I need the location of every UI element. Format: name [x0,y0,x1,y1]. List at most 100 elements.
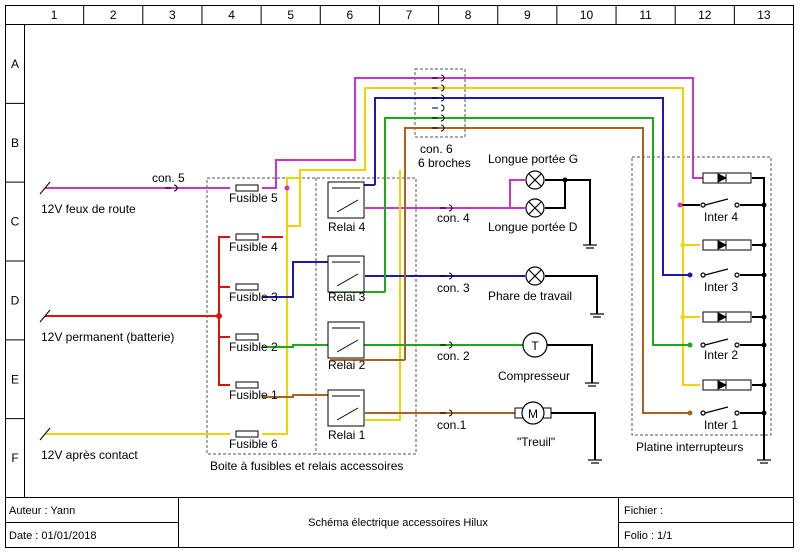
lamps [525,170,545,286]
led-icon [702,239,752,251]
row-label: E [11,372,19,386]
led-icon [702,311,752,323]
ground-icon [583,244,597,249]
label-feed-ignition: 12V après contact [41,448,138,462]
column-label: 13 [757,8,771,22]
wire-brown-switch1 [404,127,690,414]
ground-icon [757,459,771,464]
ground-icon [585,382,599,387]
fuse-5-icon [235,184,259,192]
label-fuse1: Fusible 1 [229,388,278,402]
wire-yellow-box [365,170,401,421]
column-label: 9 [524,8,531,22]
title-block-author: Auteur : Yann [9,505,76,517]
label-winch: "Treuil" [517,435,555,449]
label-relay3: Relai 3 [328,290,366,304]
label-fuse3: Fusible 3 [229,290,278,304]
wire-blue-switch3 [374,97,690,276]
column-label: 8 [465,8,472,22]
row-label: B [11,136,19,150]
winch-motor-icon: M [514,401,552,425]
lamp-icon [525,266,545,286]
switch-icon [700,198,740,208]
column-label: 2 [110,8,117,22]
row-label: A [11,57,19,71]
wire-purple-relay4-out [365,179,525,209]
label-lamp-g: Longue portée G [488,152,578,166]
label-relay2: Relai 2 [328,358,366,372]
label-switch-panel: Platine interrupteurs [636,440,743,454]
wire-blue-relay3-supply [262,261,330,298]
inline-connectors [165,184,453,417]
column-label: 10 [580,8,594,22]
fuses [235,184,259,438]
connector-6-outline [414,68,466,138]
title-block-lines [5,497,794,548]
label-fuse4: Fusible 4 [229,240,278,254]
label-feed-battery: 12V permanent (batterie) [41,330,174,344]
row-label: C [11,215,20,229]
wire-yellow-tap-relays [287,170,301,227]
ground-wiring [545,177,765,460]
relay-2-icon [327,321,365,359]
schematic-labels: 12V feux de route 12V permanent (batteri… [41,142,743,473]
column-label: 7 [406,8,413,22]
relays [327,181,365,427]
switch-panel-outline [631,156,772,436]
wire-red-bus [218,236,230,386]
relay-3-icon [327,255,365,293]
fuse-6-icon [235,430,259,438]
label-con5: con. 5 [152,171,185,185]
column-label: 1 [51,8,58,22]
label-work-light: Phare de travail [488,289,572,303]
wire-green-switch2 [384,117,690,346]
wire-green-relay2-supply [262,344,525,348]
ground-icon [590,313,604,318]
column-label: 6 [347,8,354,22]
label-relay4: Relai 4 [328,220,366,234]
fuse-4-icon [235,233,259,241]
label-lamp-d: Longue portée D [488,220,578,234]
relay-1-icon [327,389,365,427]
compressor-icon: T [522,332,548,358]
row-label: D [11,293,20,307]
label-con3: con. 3 [437,281,470,295]
label-fuse5: Fusible 5 [229,191,278,205]
lamp-icon [525,170,545,190]
label-con2: con. 2 [437,349,470,363]
switch-icon [700,406,740,416]
column-label: 12 [698,8,712,22]
title-block-date: Date : 01/01/2018 [9,530,97,542]
label-con4: con. 4 [437,211,470,225]
title-block-file: Fichier : [624,505,664,517]
connector-5-icon [165,184,178,192]
connector-6-pins [432,74,445,132]
label-feed-lights: 12V feux de route [41,202,136,216]
wire-brown-relay1-supply [262,394,330,398]
junction-dots [216,177,767,416]
fuse-3-icon [235,283,259,291]
switch-contacts [700,198,740,416]
label-fuse2: Fusible 2 [229,340,278,354]
led-icon [702,379,752,391]
compressor-symbol: T [531,339,539,353]
column-dividers [83,5,735,25]
label-switch1: Inter 1 [704,418,738,432]
ground-symbols [583,244,771,464]
switch-panel-leds [702,172,752,391]
relay-4-icon [327,181,365,219]
label-con6: con. 6 [420,142,453,156]
title-block-folio: Folio : 1/1 [624,530,673,542]
label-fuse6: Fusible 6 [229,437,278,451]
connector-2-icon [440,341,453,349]
label-box-title: Boite à fusibles et relais accessoires [210,459,403,473]
wire-purple-relay4-supply [262,77,703,189]
winch-symbol: M [528,407,538,421]
column-label: 5 [287,8,294,22]
lamp-icon [525,198,545,218]
switch-icon [700,338,740,348]
label-con1: con.1 [437,418,467,432]
label-switch3: Inter 3 [704,280,738,294]
